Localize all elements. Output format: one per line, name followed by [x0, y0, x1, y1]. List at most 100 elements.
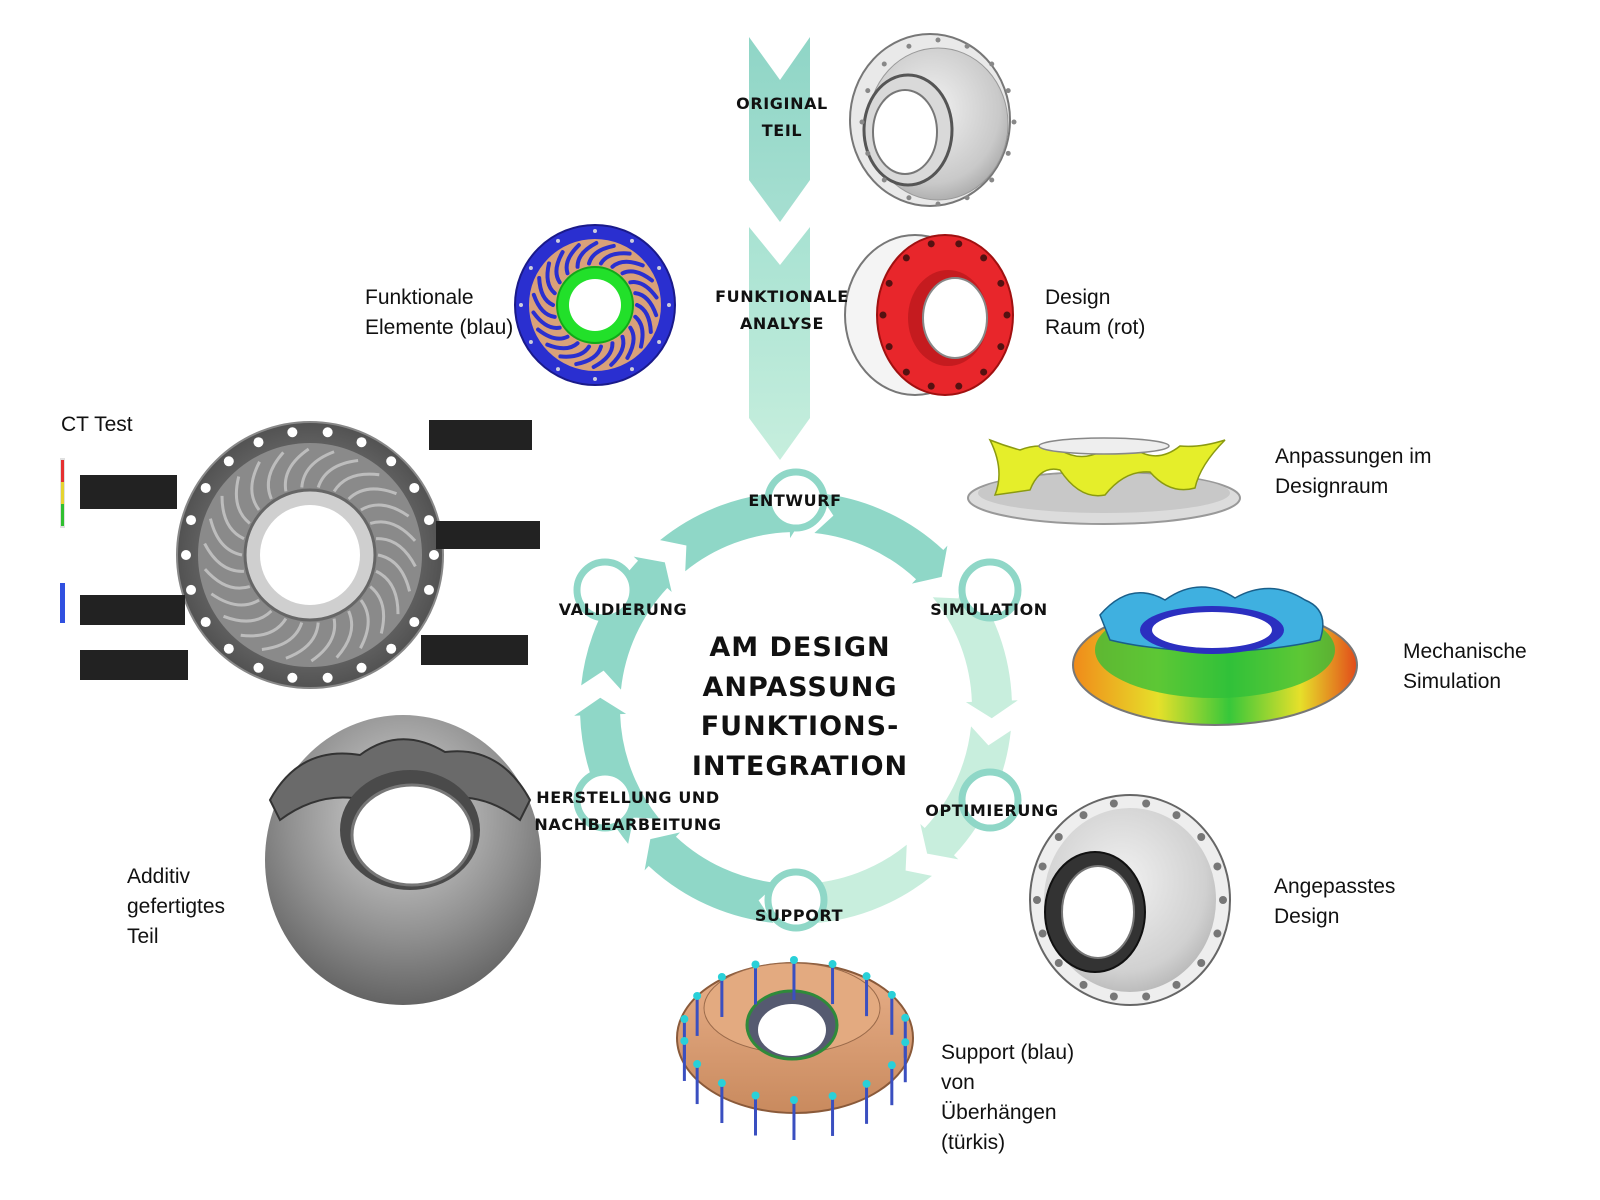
bolt-hole — [253, 437, 264, 448]
cycle-arrow-segment — [932, 572, 1018, 719]
cycle-center-title: AM DESIGN ANPASSUNG FUNKTIONS- INTEGRATI… — [650, 628, 950, 786]
bolt-hole — [964, 43, 970, 49]
vane-stroke — [635, 303, 653, 334]
vane-stroke — [545, 261, 557, 296]
step-herstellung-line1: HERSTELLUNG UND — [536, 788, 720, 807]
bolt-hole — [859, 119, 865, 125]
label-mechanische-simulation: Mechanische Simulation — [1403, 640, 1527, 693]
cycle-nodes — [573, 468, 1022, 932]
bolt-hole — [1054, 958, 1063, 967]
vane-stroke — [633, 291, 659, 318]
bolt-hole — [519, 303, 523, 307]
vane-stroke — [609, 334, 626, 367]
ct-vane-stroke — [240, 617, 288, 638]
ct-vane-stroke — [375, 537, 417, 568]
step-validierung: VALIDIERUNG — [558, 600, 688, 619]
center-title-line1: AM DESIGN — [709, 632, 891, 663]
ct-vane-stroke — [266, 451, 285, 500]
bolt-hole — [1172, 811, 1181, 820]
bolt-hole — [989, 61, 995, 67]
bolt-hole — [1003, 311, 1011, 319]
ct-vane-stroke — [283, 447, 310, 492]
label-design-raum: Design Raum (rot) — [1045, 286, 1146, 339]
vane-stroke — [558, 344, 592, 359]
overhang-marker — [862, 1079, 871, 1088]
bolt-hole — [322, 672, 333, 683]
bolt-hole — [657, 266, 662, 270]
bolt-hole — [927, 240, 935, 248]
bolt-hole — [980, 254, 988, 262]
overhang-marker — [901, 1013, 910, 1022]
step-analysis-line2: ANALYSE — [739, 314, 825, 333]
cycle-node-circle — [958, 768, 1022, 832]
functional-elements-image — [514, 224, 676, 386]
step-herstellung: HERSTELLUNG UND NACHBEARBEITUNG — [528, 784, 728, 838]
bolt-hole — [181, 550, 191, 560]
overhang-marker — [789, 1095, 798, 1104]
bolt-hole — [964, 195, 970, 201]
ct-vane-stroke — [208, 518, 243, 557]
ct-vane-stroke — [203, 568, 251, 590]
bolt-hole — [287, 672, 298, 683]
bolt-hole — [865, 88, 871, 94]
bolt-hole — [1219, 896, 1227, 904]
overhang-marker — [717, 1079, 726, 1088]
vane-stroke — [536, 327, 570, 341]
support-image — [676, 956, 914, 1140]
overhang-marker — [789, 956, 798, 965]
overhang-marker — [862, 972, 871, 981]
bolt-hole — [223, 456, 234, 467]
label-ct-test: CT Test — [61, 413, 133, 436]
vane-stroke — [610, 259, 645, 269]
bolt-hole — [927, 382, 935, 390]
vane-stroke — [575, 241, 599, 269]
ct-vane-stroke — [347, 487, 398, 501]
step-original-line2: TEIL — [761, 121, 803, 140]
bolt-hole — [1038, 929, 1047, 938]
bolt-hole — [667, 303, 671, 307]
center-title-line3: FUNKTIONS- — [700, 711, 900, 742]
bolt-hole — [593, 377, 597, 381]
bolt-hole — [429, 550, 439, 560]
ct-vane-stroke — [222, 609, 273, 623]
vane-stroke — [591, 341, 615, 369]
ct-vane-stroke — [359, 599, 370, 649]
bolt-hole — [528, 340, 533, 344]
bolt-hole — [906, 195, 912, 201]
overhang-marker — [901, 1038, 910, 1047]
bolt-hole — [1142, 992, 1151, 1001]
bolt-hole — [1213, 929, 1222, 938]
cycle-arrow-segment — [581, 556, 672, 690]
step-original-teil: ORIGINAL TEIL — [712, 90, 852, 144]
bolt-hole — [630, 367, 634, 372]
bolt-hole — [356, 437, 367, 448]
bolt-hole — [885, 343, 893, 351]
bolt-hole — [1197, 833, 1206, 842]
overhang-marker — [751, 1091, 760, 1100]
cycle-arrow-segment — [814, 493, 948, 584]
vane-stroke — [545, 341, 580, 351]
vane-stroke — [574, 344, 603, 367]
cycle-node-circle — [958, 558, 1022, 622]
ct-vane-stroke — [220, 495, 245, 541]
label-support-beschreibung: Support (blau) von Überhängen (türkis) — [941, 1041, 1075, 1154]
bolt-hole — [593, 229, 597, 233]
bolt-hole — [223, 643, 234, 654]
bolt-hole — [287, 427, 298, 438]
bolt-hole — [1033, 896, 1041, 904]
bolt-hole — [386, 643, 397, 654]
bolt-hole — [253, 662, 264, 673]
bolt-hole — [885, 279, 893, 287]
step-original-line1: ORIGINAL — [736, 94, 828, 113]
adapted-design-image — [1029, 794, 1231, 1006]
ct-vane-stroke — [261, 621, 304, 651]
bolt-hole — [989, 177, 995, 183]
bolt-hole — [879, 311, 887, 319]
flow-arrow-analysis — [749, 227, 810, 460]
additive-part-image — [265, 715, 541, 1005]
ct-vane-stroke — [375, 569, 400, 615]
cycle-arrow-segment — [644, 832, 778, 923]
ct-vane-stroke — [310, 618, 337, 663]
center-title-line2: ANPASSUNG — [702, 671, 898, 703]
